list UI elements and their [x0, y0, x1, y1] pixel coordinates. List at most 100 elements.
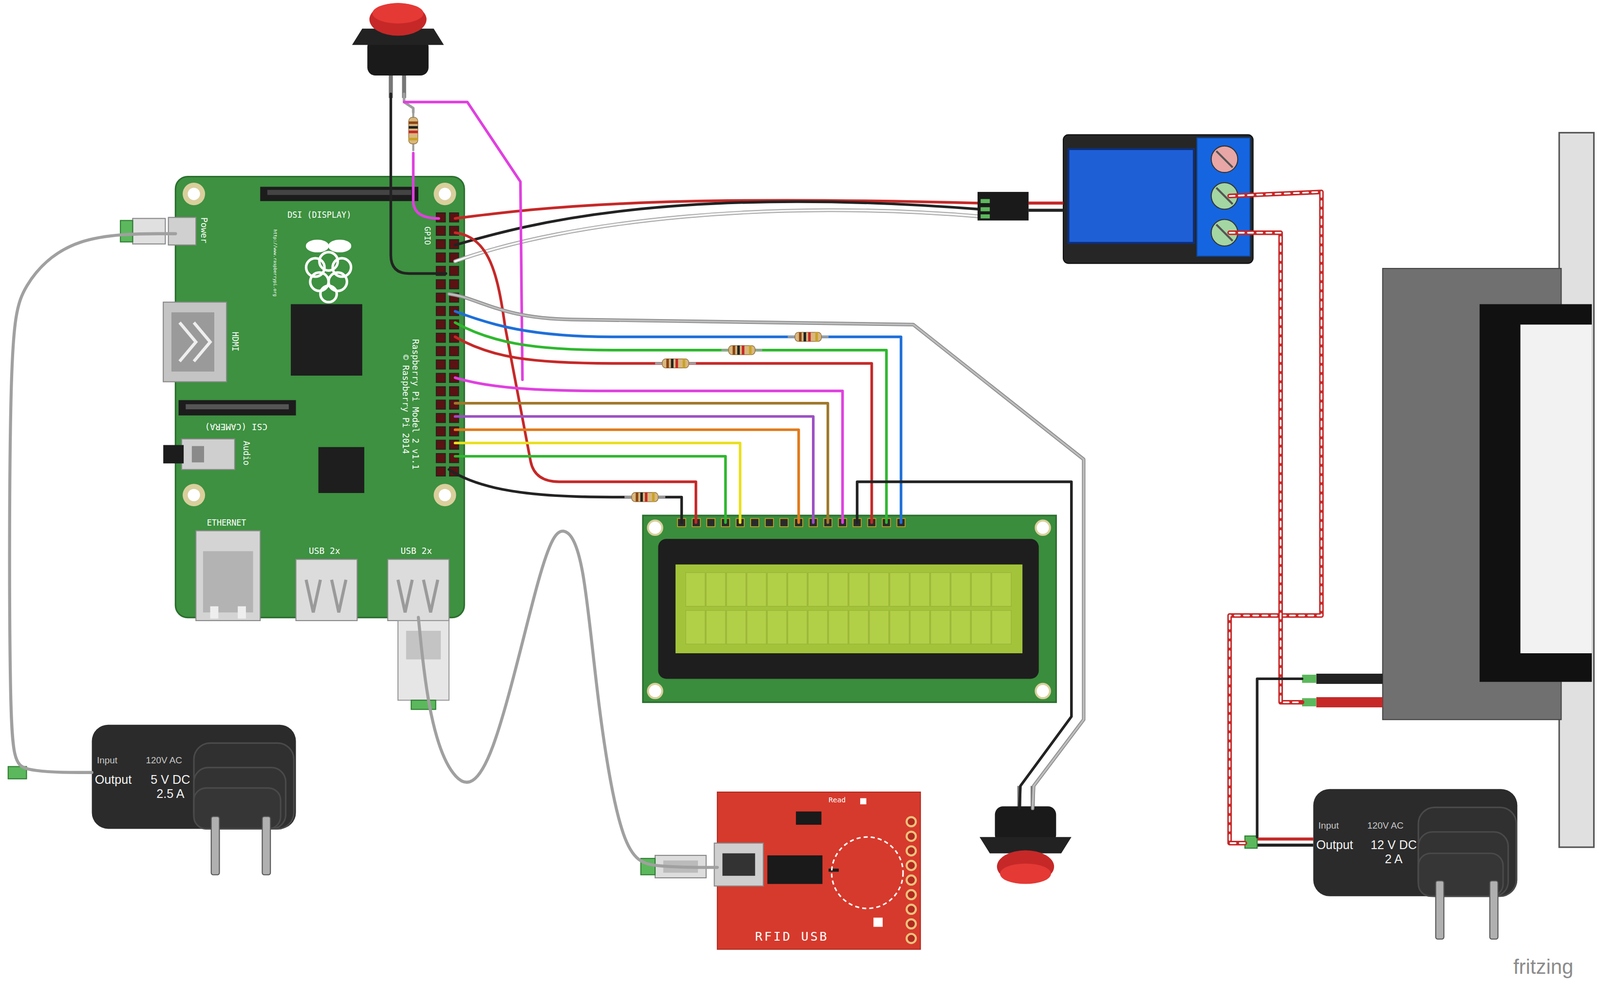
- connector-label: DSI (DISPLAY): [287, 210, 352, 220]
- raspberry-pi-board: [433, 182, 456, 206]
- rfid-pin-hole: [906, 889, 916, 900]
- power-adapter: Input120V ACOutput12 V DC 2 A: [1313, 788, 1518, 896]
- lcd-character-cell: [951, 610, 971, 644]
- relay-connector: [980, 207, 990, 211]
- lcd-character-cell: [767, 572, 787, 606]
- wire: [454, 403, 828, 523]
- raspberry-pi-board: [438, 188, 452, 201]
- gpio-pin: [436, 306, 446, 316]
- raspberry-pi-board: [187, 489, 200, 502]
- port-label: HDMI: [230, 331, 240, 352]
- wire: [857, 481, 1072, 809]
- gpio-pin: [436, 373, 446, 383]
- raspberry-logo: [329, 240, 351, 251]
- door-lock: [1316, 696, 1383, 708]
- door-lock: [1316, 673, 1383, 684]
- lcd-character-cell: [869, 610, 889, 644]
- lcd-character-cell: [685, 610, 706, 644]
- lcd-display: [658, 538, 1039, 679]
- lcd-pin: [750, 518, 759, 527]
- lcd-character-cell: [848, 610, 869, 644]
- lcd-character-cell: [828, 610, 848, 644]
- rfid-board: [714, 791, 921, 950]
- relay-connector: [977, 191, 1029, 221]
- raspberry-pi-board: [296, 559, 358, 621]
- gpio-pin: [449, 413, 459, 423]
- gpio-pin: [436, 225, 446, 236]
- gpio-pin: [436, 319, 446, 329]
- wire: [454, 209, 980, 262]
- rating-label: Output: [1316, 837, 1354, 852]
- raspberry-pi-board: [306, 579, 321, 613]
- gpio-pin: [436, 413, 446, 423]
- lcd-character-cell: [685, 572, 1012, 644]
- rfid-board: [767, 855, 823, 885]
- resistor-symbol: [721, 345, 763, 355]
- rfid-board: [714, 843, 764, 886]
- rating-value: 120V AC: [1367, 820, 1404, 831]
- lcd-character-cell: [828, 572, 848, 606]
- lcd-pin: [706, 518, 716, 527]
- gpio-header: [436, 212, 459, 476]
- rfid-pin-hole: [906, 875, 916, 885]
- raspberry-logo: [320, 285, 338, 303]
- raspberry-logo: [306, 240, 352, 302]
- usb-plug: [411, 699, 436, 710]
- relay-module: [1028, 208, 1064, 212]
- wire: [454, 416, 813, 523]
- micro-usb-plug: [120, 220, 133, 243]
- raspberry-pi-board: [423, 579, 438, 613]
- port-label: ETHERNET: [207, 518, 247, 528]
- power-adapter: [1489, 880, 1499, 939]
- gpio-pin: [436, 386, 446, 396]
- relay-connector: [980, 199, 990, 204]
- lcd-character-cell: [787, 572, 808, 606]
- raspberry-pi-board: [163, 445, 184, 464]
- push-button: [372, 2, 424, 24]
- connector-label: CSI (CAMERA): [204, 421, 268, 432]
- gpio-pin: [449, 426, 459, 436]
- resistor-symbol: [408, 110, 418, 151]
- rating-label: Input: [1318, 820, 1339, 831]
- gpio-pin: [436, 440, 446, 450]
- rfid-board: [717, 791, 921, 950]
- power-adapter: Input120V ACOutput5 V DC 2.5 A: [92, 724, 297, 829]
- raspberry-pi-board: DSI (DISPLAY)http://www.raspberrypi.orgG…: [175, 176, 465, 618]
- power-adapter: [1244, 789, 1518, 940]
- lcd-character-cell: [971, 610, 991, 644]
- wire: [413, 152, 439, 219]
- rfid-board: [860, 798, 867, 805]
- url-label: http://www.raspberrypi.org: [272, 229, 278, 297]
- lcd-character-cell: [951, 572, 971, 606]
- gpio-pin: [449, 279, 459, 289]
- wire: [449, 293, 1084, 809]
- power-adapter: [1257, 843, 1314, 847]
- wire: [1229, 232, 1303, 703]
- gpio-pin: [436, 466, 446, 476]
- gpio-pin: [436, 453, 446, 463]
- push-button: [352, 2, 445, 98]
- lcd-character-cell: [706, 572, 726, 606]
- lcd-display: [642, 515, 1056, 702]
- raspberry-pi-board: [387, 559, 450, 621]
- rating-value: 120V AC: [146, 754, 183, 766]
- rfid-board: [722, 853, 755, 876]
- rfid-board: [831, 836, 904, 909]
- power-adapter: [193, 742, 294, 829]
- gpio-pin: [436, 399, 446, 410]
- lcd-character-cell: [726, 572, 747, 606]
- wire: [1257, 678, 1302, 837]
- raspberry-pi-board: [175, 176, 465, 618]
- wire: [390, 94, 446, 274]
- lcd-display: [1035, 683, 1050, 698]
- wire: [454, 377, 843, 523]
- lcd-character-cell: [848, 572, 869, 606]
- relay-module: [1068, 149, 1194, 244]
- raspberry-pi-board: [187, 188, 200, 201]
- power-adapter: [8, 724, 297, 875]
- lcd-display: [647, 683, 662, 698]
- port-label: USB 2x: [400, 545, 433, 556]
- lcd-pin: [765, 518, 774, 527]
